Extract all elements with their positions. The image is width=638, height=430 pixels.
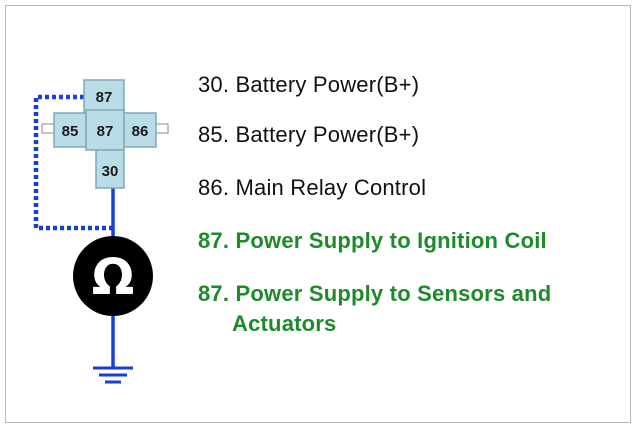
pin-label-87-center: 87 bbox=[97, 123, 114, 140]
legend-item-85: 85. Battery Power(B+) bbox=[198, 120, 419, 150]
pin-label-30: 30 bbox=[102, 163, 119, 180]
pin-label-87-top: 87 bbox=[96, 89, 113, 106]
pin-tab-left bbox=[41, 123, 55, 134]
legend-item-87-ignition: 87. Power Supply to Ignition Coil bbox=[198, 226, 547, 256]
relay-connector: 87 85 87 86 30 bbox=[41, 79, 169, 189]
dashed-wire bbox=[33, 94, 113, 231]
pin-86-right bbox=[123, 112, 157, 148]
legend-text: 87. Power Supply to Sensors and bbox=[198, 281, 552, 306]
pin-label-86: 86 bbox=[132, 123, 149, 140]
legend-text: 30. Battery Power(B+) bbox=[198, 72, 420, 97]
legend-text-continuation: Actuators bbox=[232, 311, 337, 336]
legend-text: 87. Power Supply to Ignition Coil bbox=[198, 228, 547, 253]
ohm-circle bbox=[73, 236, 153, 316]
pin-87-top bbox=[83, 79, 125, 114]
legend-item-30: 30. Battery Power(B+) bbox=[198, 70, 419, 100]
ground-icon bbox=[93, 366, 133, 384]
legend-item-87-sensors: 87. Power Supply to Sensors and Actuator… bbox=[198, 279, 551, 339]
ohm-glyph: Ω bbox=[92, 248, 135, 306]
legend-text: 86. Main Relay Control bbox=[198, 175, 427, 200]
legend-text: 85. Battery Power(B+) bbox=[198, 122, 420, 147]
legend-item-86: 86. Main Relay Control bbox=[198, 173, 426, 203]
figure-frame bbox=[5, 5, 631, 423]
pin-tab-right bbox=[155, 123, 169, 134]
pin-85-left bbox=[53, 112, 87, 148]
ohm-symbol: Ω bbox=[73, 236, 153, 316]
pin-30-bottom bbox=[95, 149, 125, 189]
pin-label-85: 85 bbox=[62, 123, 79, 140]
